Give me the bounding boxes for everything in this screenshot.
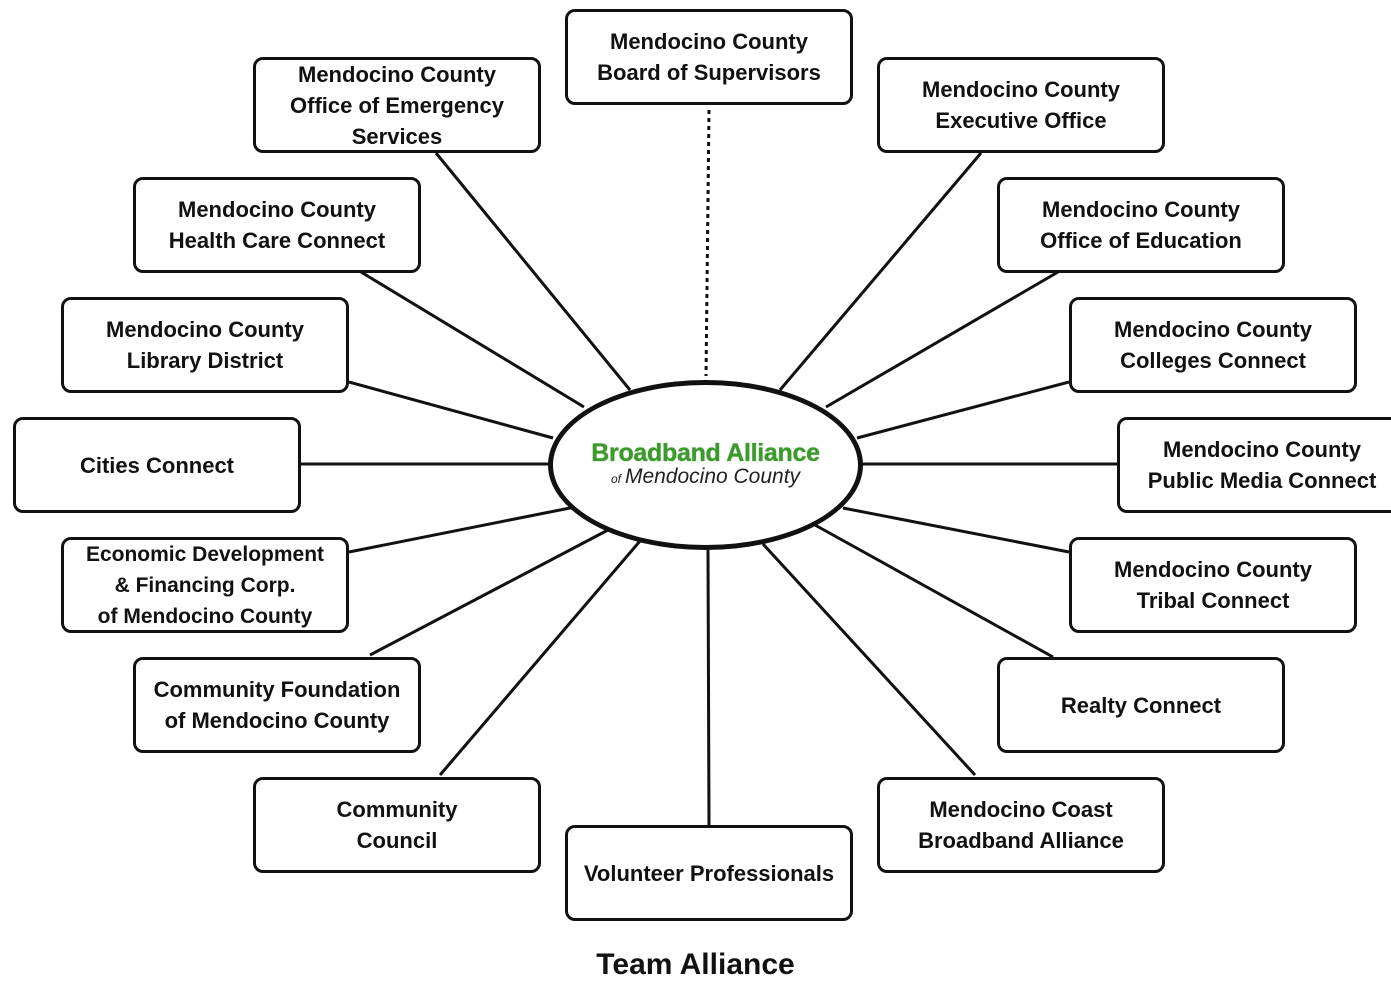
node-label-line: Broadband Alliance [918,828,1124,853]
hub-subtitle-prefix: of [610,472,621,486]
connector-economic [348,505,576,554]
node-community-foundation: Community Foundation of Mendocino County [133,657,421,753]
node-label-line: Mendocino Coast [929,797,1113,822]
connector-board [704,109,711,377]
node-label-line: Public Media Connect [1147,468,1377,493]
connector-colleges [856,380,1070,440]
node-label-line: Volunteer Professionals [583,860,835,886]
node-label-line: & Financing Corp. [114,573,296,597]
node-label-line: Economic Development [85,542,325,566]
node-label-line: Tribal Connect [1136,588,1290,613]
node-realty: Realty Connect [997,657,1285,753]
node-label-line: Mendocino County [1163,437,1361,462]
node-economic: Economic Development & Financing Corp. of … [61,537,349,633]
node-label-line: Mendocino County [106,317,304,342]
node-label-line: Mendocino County [1114,317,1312,342]
node-label-line: Board of Supervisors [597,60,821,85]
node-label-line: Services [351,123,443,149]
node-label-line: Office of Education [1040,228,1242,253]
connector-tribal [842,506,1070,554]
connector-realty [814,523,1054,659]
node-label-line: Mendocino County [1042,197,1240,222]
connector-community-council [438,540,642,776]
node-label-line: Mendocino County [610,29,808,54]
node-label-line: Cities Connect [79,452,235,478]
hub-subtitle-text: Mendocino County [624,465,801,488]
diagram-caption: Team Alliance [596,948,795,981]
node-label-line: Library District [126,348,284,373]
node-label-line: Mendocino County [298,61,496,87]
connector-education [825,270,1059,409]
node-label-line: Mendocino County [1114,557,1312,582]
node-label-line: Colleges Connect [1120,348,1306,373]
node-label-line: of Mendocino County [164,708,390,733]
node-label-line: of Mendocino County [97,604,313,628]
node-label-line: Council [356,828,438,853]
connector-community-foundation [369,528,609,657]
node-label-line: Community [336,797,458,822]
node-label-line: Health Care Connect [168,228,386,253]
hub-title: Broadband Alliance [591,439,820,467]
connector-executive [778,152,983,391]
connector-volunteers [706,549,711,826]
connector-emergency [434,152,632,391]
connector-coast [761,542,977,777]
connector-library [348,380,554,440]
node-label-line: Mendocino County [178,197,376,222]
node-label-line: Mendocino County [922,77,1120,102]
connector-health-care [360,270,585,409]
node-volunteers: Volunteer Professionals [565,825,853,921]
node-label-line: Realty Connect [1060,692,1222,718]
node-label-line: Office of Emergency [290,92,504,118]
node-label-line: Community Foundation [153,677,401,702]
node-cities: Cities Connect [13,417,301,513]
node-label-line: Executive Office [935,108,1107,133]
